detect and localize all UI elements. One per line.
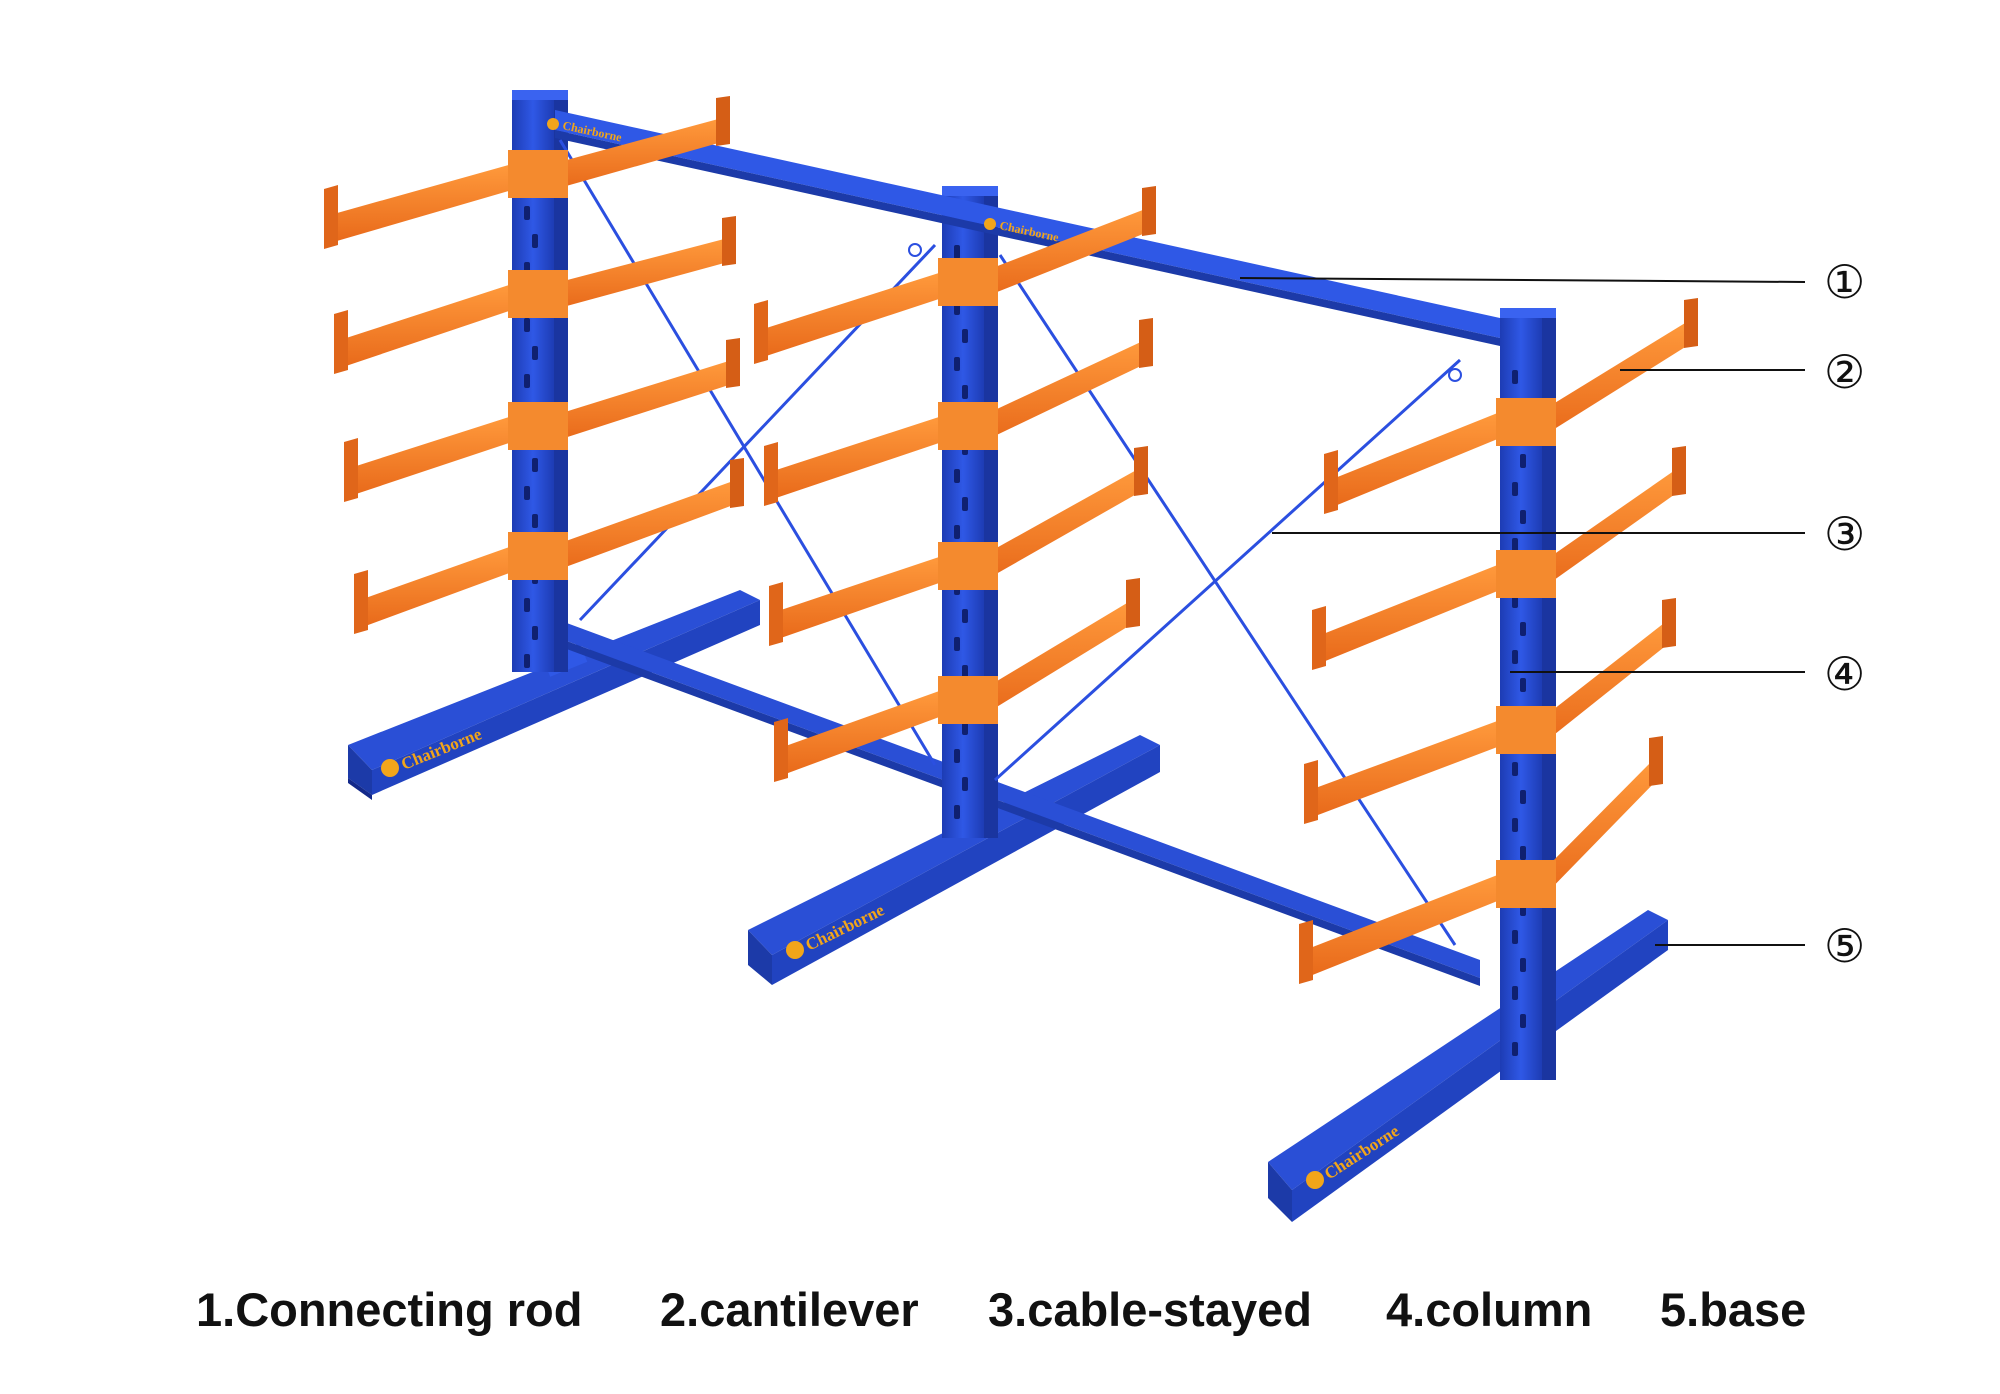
column-slot-hole bbox=[1520, 510, 1526, 524]
rack-bases bbox=[348, 590, 1668, 1222]
column-slot-hole bbox=[962, 665, 968, 679]
column-slot-hole bbox=[1512, 482, 1518, 496]
column-slot-hole bbox=[524, 374, 530, 388]
cantilever-arm bbox=[1299, 736, 1663, 984]
cantilever-arm bbox=[334, 216, 736, 374]
column-slot-hole bbox=[524, 206, 530, 220]
column-slot-hole bbox=[954, 245, 960, 259]
column-slot-hole bbox=[962, 329, 968, 343]
column-slot-hole bbox=[954, 357, 960, 371]
cantilever-arm bbox=[1304, 598, 1676, 824]
column-slot-hole bbox=[524, 598, 530, 612]
column-slot-hole bbox=[962, 385, 968, 399]
cantilever-arm bbox=[1324, 298, 1698, 514]
column-slot-hole bbox=[954, 525, 960, 539]
cantilever-arm bbox=[769, 446, 1148, 646]
column-slot-hole bbox=[1520, 790, 1526, 804]
column-slot-hole bbox=[1520, 678, 1526, 692]
upper-connecting-rod bbox=[555, 110, 1500, 346]
column-slot-hole bbox=[1520, 622, 1526, 636]
legend-caption: 1.Connecting rod 2.cantilever 3.cable-st… bbox=[196, 1283, 1806, 1336]
cantilever-arm bbox=[774, 578, 1140, 782]
legend-item-5: 5.base bbox=[1660, 1283, 1806, 1336]
column-slot-hole bbox=[962, 721, 968, 735]
callout-number-4: ④ bbox=[1824, 647, 1865, 701]
cantilever-arm bbox=[354, 458, 744, 634]
column-slot-hole bbox=[532, 346, 538, 360]
column-slot-hole bbox=[1520, 958, 1526, 972]
callout-number-5: ⑤ bbox=[1824, 919, 1865, 973]
column-slot-hole bbox=[1520, 454, 1526, 468]
cantilever-arm bbox=[1312, 446, 1686, 670]
column-slot-hole bbox=[1512, 762, 1518, 776]
base-middle bbox=[748, 735, 1160, 985]
callouts: ① ② ③ ④ ⑤ bbox=[1239, 255, 1865, 973]
column-slot-hole bbox=[1520, 846, 1526, 860]
column-slot-hole bbox=[524, 486, 530, 500]
column-slot-hole bbox=[524, 654, 530, 668]
column-slot-hole bbox=[954, 637, 960, 651]
column-slot-hole bbox=[1512, 818, 1518, 832]
column-slot-hole bbox=[962, 609, 968, 623]
legend-item-1: 1.Connecting rod bbox=[196, 1283, 582, 1336]
base-right bbox=[1268, 910, 1668, 1222]
callout-number-3: ③ bbox=[1824, 507, 1865, 561]
column-slot-hole bbox=[954, 805, 960, 819]
column-slot-hole bbox=[962, 777, 968, 791]
cantilever-arms bbox=[324, 96, 1698, 984]
column-slot-hole bbox=[532, 234, 538, 248]
legend-item-2: 2.cantilever bbox=[660, 1283, 919, 1336]
column-slot-hole bbox=[954, 749, 960, 763]
callout-number-2: ② bbox=[1824, 345, 1865, 399]
cantilever-arm bbox=[754, 186, 1156, 364]
column-slot-hole bbox=[1512, 930, 1518, 944]
column-slot-hole bbox=[962, 497, 968, 511]
column-slot-hole bbox=[1512, 538, 1518, 552]
column-slot-hole bbox=[1512, 370, 1518, 384]
column-slot-hole bbox=[1520, 1014, 1526, 1028]
column-slot-hole bbox=[1512, 650, 1518, 664]
column-slot-holes bbox=[524, 150, 1526, 1056]
column-slot-hole bbox=[1512, 986, 1518, 1000]
column-slot-hole bbox=[524, 318, 530, 332]
column-slot-hole bbox=[532, 458, 538, 472]
cantilever-arm bbox=[344, 338, 740, 502]
column-slot-hole bbox=[954, 469, 960, 483]
column-slot-hole bbox=[532, 514, 538, 528]
callout-leader-1 bbox=[1239, 277, 1806, 283]
legend-item-3: 3.cable-stayed bbox=[988, 1283, 1312, 1336]
column-slot-hole bbox=[532, 626, 538, 640]
callout-number-1: ① bbox=[1824, 255, 1865, 309]
legend-item-4: 4.column bbox=[1386, 1283, 1592, 1336]
column-slot-hole bbox=[1512, 1042, 1518, 1056]
cantilever-arm bbox=[764, 318, 1153, 506]
cantilever-arm bbox=[324, 96, 730, 249]
